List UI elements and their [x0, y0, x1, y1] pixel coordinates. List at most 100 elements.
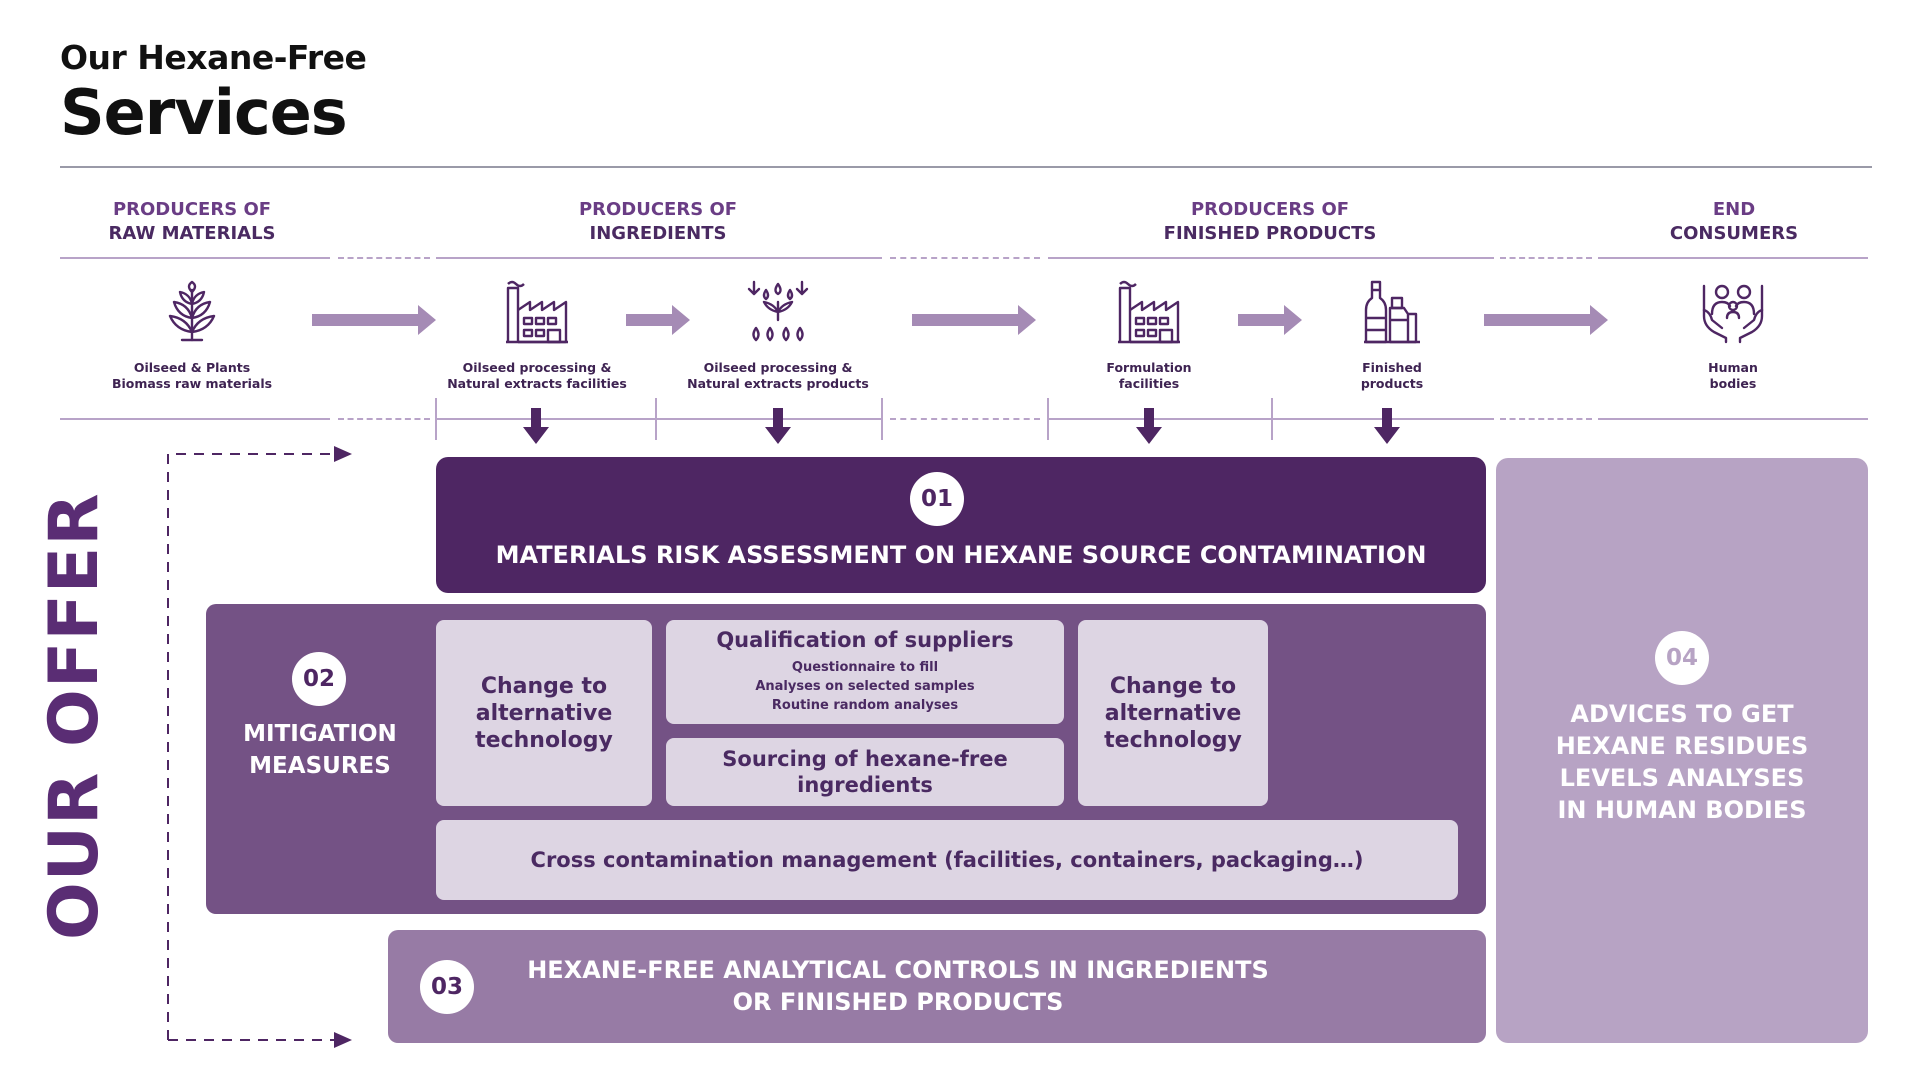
factory-icon	[1118, 280, 1180, 344]
offer-bracket	[167, 446, 352, 1048]
page-subtitle: Our Hexane-Free	[60, 38, 367, 77]
change-technology-right: Change to alternative technology	[1078, 620, 1268, 806]
stage-divider-dashed	[890, 257, 1040, 259]
bottles-icon	[1364, 280, 1420, 344]
stage-divider	[1598, 418, 1868, 420]
service-04-title-line: LEVELS ANALYSES	[1559, 764, 1805, 792]
our-offer-text: OUR OFFER	[35, 492, 114, 940]
service-01-title: MATERIALS RISK ASSESSMENT ON HEXANE SOUR…	[495, 541, 1427, 569]
change-technology-left: Change to alternative technology	[436, 620, 652, 806]
stage-raw-materials: PRODUCERS OF RAW MATERIALS	[60, 198, 324, 246]
node-label-human: Human bodies	[1633, 360, 1833, 392]
stage-line: PRODUCERS OF	[1190, 199, 1350, 220]
node-line: Natural extracts products	[687, 376, 869, 391]
node-line: Biomass raw materials	[111, 376, 273, 391]
service-02-number: 02	[292, 652, 346, 706]
cross-contamination: Cross contamination management (faciliti…	[436, 820, 1458, 900]
page-title: Services	[60, 76, 348, 149]
stage-divider	[436, 418, 882, 420]
stage-divider	[60, 257, 330, 259]
flow-arrows	[312, 305, 1608, 444]
service-03-number: 03	[420, 960, 474, 1014]
node-label-raw: Oilseed & Plants Biomass raw materials	[92, 360, 292, 392]
service-02-title: MITIGATION MEASURES	[220, 718, 420, 782]
service-04-box: 04 ADVICES TO GET HEXANE RESIDUES LEVELS…	[1496, 458, 1868, 1043]
node-line: Oilseed processing &	[462, 360, 612, 375]
flow-arrow	[626, 305, 690, 335]
node-line: Oilseed & Plants	[133, 360, 251, 375]
extract-drops-icon	[747, 280, 809, 342]
down-arrow	[765, 408, 791, 444]
down-arrow	[1136, 408, 1162, 444]
inner-line: Change to	[1109, 673, 1237, 699]
tick-marks	[435, 398, 1273, 440]
service-04-title: ADVICES TO GET HEXANE RESIDUES LEVELS AN…	[1496, 698, 1868, 826]
title-divider	[60, 166, 1872, 168]
stage-end-consumers: END CONSUMERS	[1600, 198, 1868, 246]
service-02-box: 02 MITIGATION MEASURES Change to alterna…	[206, 604, 1486, 914]
service-03-title-line: HEXANE-FREE ANALYTICAL CONTROLS IN INGRE…	[527, 956, 1269, 984]
inner-line: ingredients	[797, 773, 933, 797]
node-label-facilities: Oilseed processing & Natural extracts fa…	[437, 360, 637, 392]
service-04-number: 04	[1655, 631, 1709, 685]
stage-line: FINISHED PRODUCTS	[1163, 223, 1377, 244]
node-label-products: Oilseed processing & Natural extracts pr…	[678, 360, 878, 392]
stage-line: END	[1712, 199, 1756, 220]
down-arrow	[1374, 408, 1400, 444]
stage-divider	[1048, 257, 1494, 259]
qualification-item: Routine random analyses	[771, 698, 959, 713]
qualification-suppliers: Qualification of suppliers Questionnaire…	[666, 620, 1064, 724]
node-line: Human	[1708, 360, 1758, 375]
node-line: Formulation	[1106, 360, 1192, 375]
inner-line: Sourcing of hexane-free	[722, 747, 1008, 771]
flow-arrow	[1238, 305, 1302, 335]
service-04-title-line: HEXANE RESIDUES	[1555, 732, 1809, 760]
node-line: Oilseed processing &	[703, 360, 853, 375]
inner-line: technology	[475, 727, 613, 753]
flow-arrow	[312, 305, 436, 335]
stage-divider	[436, 257, 882, 259]
sourcing-hexane-free: Sourcing of hexane-free ingredients	[666, 738, 1064, 806]
inner-line: alternative	[475, 700, 613, 726]
inner-line: alternative	[1104, 700, 1242, 726]
down-arrow	[523, 408, 549, 444]
node-line: Finished	[1362, 360, 1422, 375]
service-01-number: 01	[910, 472, 964, 526]
service-02-title-line: MITIGATION	[243, 721, 397, 747]
node-line: Natural extracts facilities	[447, 376, 627, 391]
stage-line: INGREDIENTS	[589, 223, 727, 244]
node-line: products	[1360, 376, 1424, 391]
service-03-title: HEXANE-FREE ANALYTICAL CONTROLS IN INGRE…	[498, 954, 1298, 1018]
stage-line: CONSUMERS	[1669, 223, 1799, 244]
qualification-title: Qualification of suppliers	[716, 628, 1014, 652]
service-03-title-line: OR FINISHED PRODUCTS	[732, 988, 1064, 1016]
node-label-formulation: Formulation facilities	[1049, 360, 1249, 392]
stage-line: PRODUCERS OF	[578, 199, 738, 220]
flow-arrow	[1484, 305, 1608, 335]
family-hands-icon	[1702, 284, 1764, 344]
service-01-box: 01 MATERIALS RISK ASSESSMENT ON HEXANE S…	[436, 457, 1486, 593]
node-line: facilities	[1118, 376, 1180, 391]
qualification-item: Questionnaire to fill	[791, 660, 939, 675]
stage-line: RAW MATERIALS	[108, 223, 276, 244]
stage-divider-dashed	[1500, 418, 1592, 420]
stage-line: PRODUCERS OF	[112, 199, 272, 220]
qualification-item: Analyses on selected samples	[755, 679, 975, 694]
inner-line: Change to	[480, 673, 608, 699]
service-04-title-line: IN HUMAN BODIES	[1557, 796, 1807, 824]
plant-icon	[168, 280, 216, 342]
service-02-title-line: MEASURES	[249, 753, 391, 779]
node-line: bodies	[1709, 376, 1757, 391]
stage-divider	[1598, 257, 1868, 259]
stage-finished-products: PRODUCERS OF FINISHED PRODUCTS	[1048, 198, 1492, 246]
flow-arrow	[912, 305, 1036, 335]
stage-divider-dashed	[890, 418, 1040, 420]
stage-ingredients: PRODUCERS OF INGREDIENTS	[436, 198, 880, 246]
factory-icon	[506, 280, 568, 344]
node-label-finished: Finished products	[1292, 360, 1492, 392]
inner-line: technology	[1104, 727, 1242, 753]
stage-divider-dashed	[338, 257, 430, 259]
stage-divider-dashed	[1500, 257, 1592, 259]
service-04-title-line: ADVICES TO GET	[1570, 700, 1794, 728]
stage-divider	[60, 418, 330, 420]
